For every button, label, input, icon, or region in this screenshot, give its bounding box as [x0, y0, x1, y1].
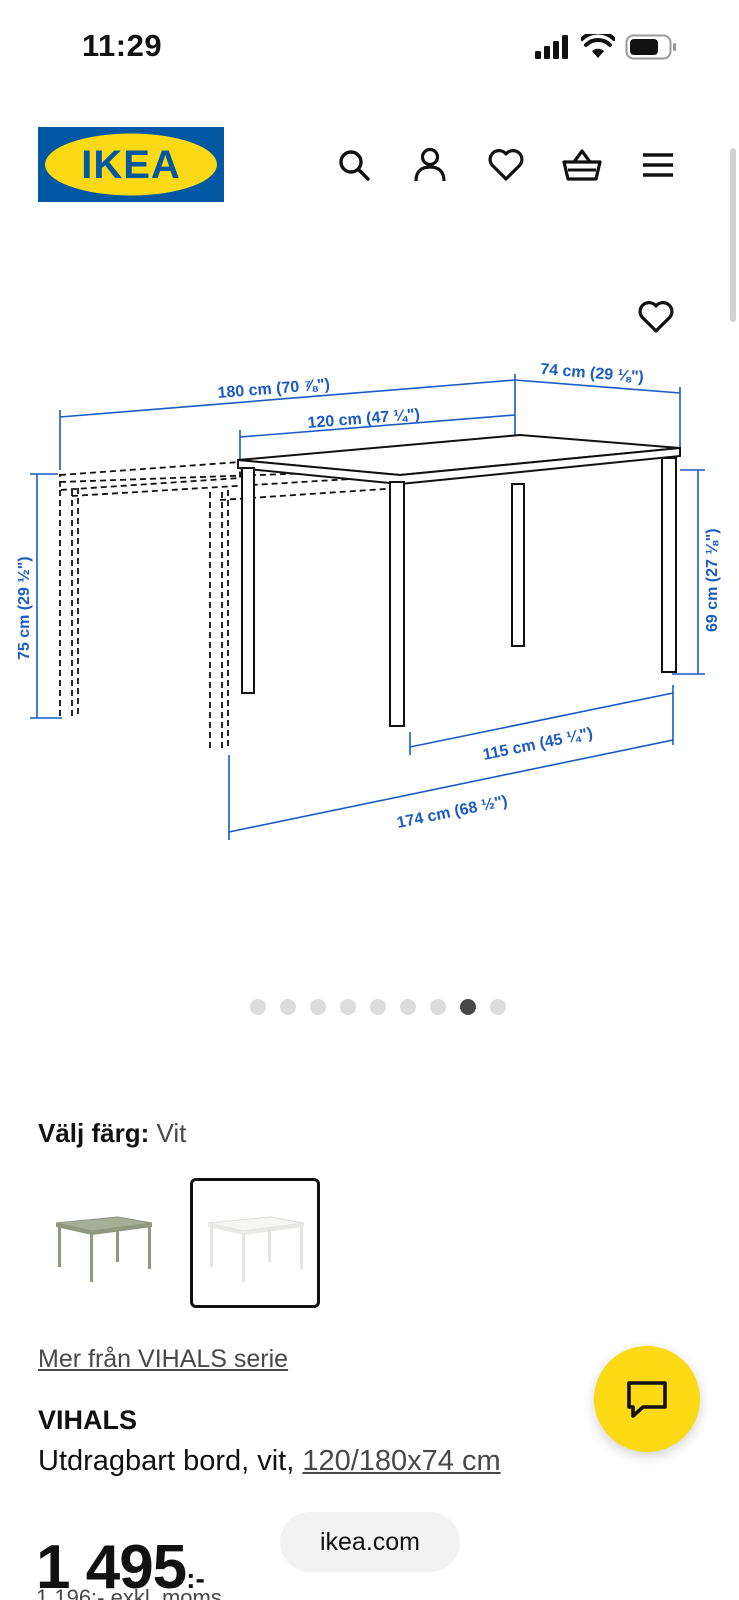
carousel-dot[interactable]	[429, 999, 446, 1015]
dimension-drawing: 180 cm (70 ⅞") 120 cm (47 ¼") 74 cm (29 …	[16, 361, 721, 840]
battery-icon	[625, 34, 676, 60]
product-name: VIHALS	[38, 1405, 138, 1435]
product-gallery[interactable]: 180 cm (70 ⅞") 120 cm (47 ¼") 74 cm (29 …	[0, 280, 739, 980]
dim-length-closed: 120 cm (47 ¼")	[307, 406, 421, 432]
dim-leg-span-extended: 174 cm (68 ½")	[395, 793, 509, 832]
product-price: 1 495:-	[36, 1532, 205, 1600]
swatch-white-table[interactable]	[190, 1178, 320, 1308]
dim-length-extended: 180 cm (70 ⅞")	[217, 376, 331, 402]
status-bar: 11:29	[0, 0, 739, 96]
dim-leg-height: 69 cm (27 ⅛")	[704, 528, 721, 632]
site-header: IKEA	[0, 120, 739, 210]
search-icon[interactable]	[331, 142, 377, 188]
carousel-dot[interactable]	[309, 999, 326, 1015]
signal-icon	[535, 35, 568, 59]
browser-url: ikea.com	[319, 1527, 421, 1556]
dim-height: 75 cm (29 ½")	[16, 556, 33, 660]
product-description: Utdragbart bord, vit, 120/180x74 cm	[38, 1445, 501, 1478]
ikea-logo[interactable]: IKEA	[38, 127, 224, 202]
series-link[interactable]: Mer från VIHALS serie	[38, 1345, 289, 1373]
price-amount: 1 495	[36, 1533, 187, 1600]
basket-icon[interactable]	[559, 142, 605, 188]
carousel-dot[interactable]	[489, 999, 506, 1015]
carousel-dots	[0, 999, 739, 1015]
chat-button[interactable]	[594, 1346, 700, 1452]
color-select-label: Välj färg: Vit	[38, 1118, 186, 1149]
dim-leg-span-closed: 115 cm (45 ¼")	[481, 725, 594, 764]
status-time: 11:29	[82, 28, 163, 63]
chat-icon	[627, 1381, 667, 1418]
ikea-logo-mark: IKEA	[38, 127, 224, 202]
menu-icon[interactable]	[635, 142, 681, 188]
carousel-dot[interactable]	[399, 999, 416, 1015]
status-icons	[535, 34, 677, 60]
swatch-green-table[interactable]	[38, 1178, 168, 1308]
browser-url-bar[interactable]: ikea.com	[280, 1512, 460, 1572]
product-size-link[interactable]: 120/180x74 cm	[302, 1445, 501, 1477]
price-excl-vat: 1 196:- exkl. moms	[36, 1585, 222, 1600]
color-swatches	[38, 1178, 320, 1308]
product-description-text: Utdragbart bord, vit,	[38, 1445, 303, 1477]
wifi-icon	[581, 34, 615, 58]
color-select-value: Vit	[156, 1118, 187, 1148]
svg-text:IKEA: IKEA	[81, 143, 181, 187]
white-table-thumbnail	[207, 1216, 305, 1282]
green-table-thumbnail	[55, 1216, 153, 1282]
carousel-dot[interactable]	[249, 999, 266, 1015]
price-suffix: :-	[186, 1563, 205, 1594]
dim-depth: 74 cm (29 ⅛")	[540, 361, 645, 386]
header-nav	[331, 142, 681, 188]
heart-icon[interactable]	[483, 142, 529, 188]
color-select-title: Välj färg:	[38, 1118, 150, 1148]
carousel-dot[interactable]	[339, 999, 356, 1015]
carousel-dot[interactable]	[279, 999, 296, 1015]
add-to-favourites-icon[interactable]	[633, 294, 679, 340]
scrollbar-thumb[interactable]	[730, 148, 736, 322]
carousel-dot[interactable]	[369, 999, 386, 1015]
carousel-dot-active[interactable]	[459, 999, 476, 1015]
account-icon[interactable]	[407, 142, 453, 188]
